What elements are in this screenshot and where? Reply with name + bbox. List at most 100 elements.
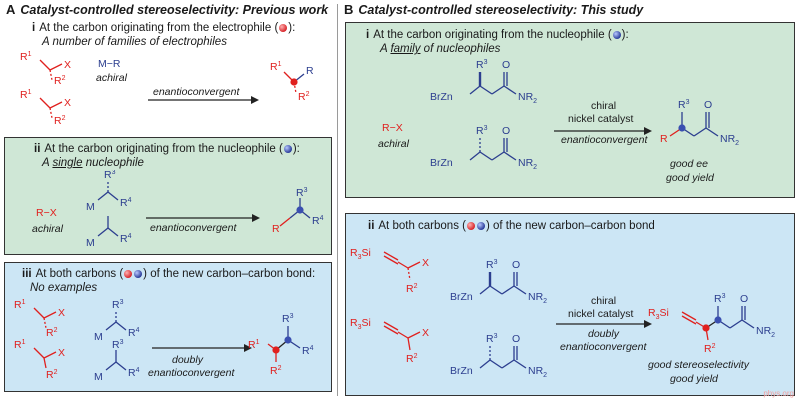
x-label: X <box>64 59 71 71</box>
r4-label: R4 <box>128 367 140 379</box>
panel-a-i-scheme: R1 X R2 R1 X R2 <box>20 51 259 127</box>
x-label: X <box>58 347 65 359</box>
panel-b-ii-arrow-top-2: nickel catalyst <box>568 308 634 320</box>
r1-label: R1 <box>20 51 32 63</box>
panel-b-i-result-1: good ee <box>670 158 708 170</box>
stereocenter-dot-icon <box>290 78 298 86</box>
panel-a-ii-subheading: A single nucleophile <box>42 157 144 169</box>
o-label: O <box>512 333 520 345</box>
stereocenter-dot-icon <box>678 124 686 132</box>
panel-divider <box>337 4 338 396</box>
r3si-label: R3Si <box>648 307 669 321</box>
r4-label: R4 <box>302 345 314 357</box>
nucleophile-dot-icon <box>476 222 485 230</box>
nr2-label: NR2 <box>518 157 537 171</box>
brzn-label: BrZn <box>450 291 473 303</box>
r3-label: R3 <box>112 339 124 351</box>
panel-a-i-reagent-note: achiral <box>96 72 127 84</box>
nr2-label: NR2 <box>756 325 775 339</box>
panel-b-i-reagent-note: achiral <box>378 138 409 150</box>
panel-b-ii-result-1: good stereoselectivity <box>648 359 749 371</box>
m-label: M <box>94 371 103 383</box>
panel-b-ii-box <box>345 213 795 396</box>
stereocenter-dot-icon <box>296 206 304 214</box>
r2-label: R2 <box>54 115 66 127</box>
brzn-label: BrZn <box>430 91 453 103</box>
r3-label: R3 <box>476 59 488 71</box>
r2-label: R2 <box>704 343 716 355</box>
r-label: R <box>660 133 668 145</box>
panel-a-ii-scheme: M R3 R4 M R4 R R3 R4 <box>86 170 324 249</box>
panel-a-iii-box <box>4 262 332 392</box>
r3-label: R3 <box>104 170 116 181</box>
panel-a-iii-scheme: R1 X R2 R1 X R2 M R3 R4 R3 M R4 R1 R3 R4… <box>14 299 314 383</box>
r1-label: R1 <box>248 339 260 351</box>
nr2-label: NR2 <box>720 133 739 147</box>
panel-b-ii-result-2: good yield <box>670 373 718 385</box>
panel-b-i-arrow-top-1: chiral <box>591 100 617 112</box>
o-label: O <box>502 59 510 71</box>
panel-b-ii-scheme: R3Si X R2 R3Si X R2 BrZn R3 O NR2 BrZn <box>350 247 775 379</box>
r3-label: R3 <box>678 99 690 111</box>
m-label: M <box>86 237 95 249</box>
m-label: M <box>86 201 95 213</box>
panel-a-iii-arrow-label-1: doubly <box>172 354 203 366</box>
brzn-label: BrZn <box>430 157 453 169</box>
r4-label: R4 <box>120 197 132 209</box>
r2-label: R2 <box>298 91 310 103</box>
panel-b-ii-arrow-bottom-2: enantioconvergent <box>560 341 647 353</box>
panel-b-i-scheme: BrZn R3 O NR2 BrZn R3 O NR2 R R3 O NR2 <box>430 59 739 171</box>
r4-label: R4 <box>312 215 324 227</box>
panel-a-ii-box <box>4 137 332 255</box>
r3si-label: R3Si <box>350 247 371 261</box>
panel-a-iii-arrow-label-2: enantioconvergent <box>148 367 235 379</box>
x-label: X <box>422 327 429 339</box>
stereocenter-dot-icon <box>284 336 292 344</box>
r2-label: R2 <box>270 365 282 377</box>
nucleophile-dot-icon <box>134 270 143 278</box>
panel-a-i-product: R1 R R2 <box>270 61 314 103</box>
panel-b-ii-arrow-top-1: chiral <box>591 295 617 307</box>
r3si-label: R3Si <box>350 317 371 331</box>
r3-label: R3 <box>112 299 124 311</box>
r-label: R <box>272 223 280 235</box>
electrophile-dot-icon <box>124 270 133 278</box>
panel-b-i-reagent: R−X <box>382 122 403 134</box>
o-label: O <box>502 125 510 137</box>
r2-label: R2 <box>406 283 418 295</box>
o-label: O <box>740 293 748 305</box>
stereocenter-dot-icon <box>714 316 722 324</box>
panel-a-iii-subheading: No examples <box>30 282 98 294</box>
panel-a-ii-reagent-note: achiral <box>32 223 63 235</box>
r3-label: R3 <box>486 259 498 271</box>
panel-b-i-arrow-top-2: nickel catalyst <box>568 113 634 125</box>
stereocenter-dot-icon <box>272 346 280 354</box>
o-label: O <box>512 259 520 271</box>
stereocenter-dot-icon <box>702 324 710 332</box>
r2-label: R2 <box>406 353 418 365</box>
x-label: X <box>422 257 429 269</box>
nucleophile-dot-icon <box>283 145 292 153</box>
r3-label: R3 <box>476 125 488 137</box>
m-label: M <box>94 331 103 343</box>
brzn-label: BrZn <box>450 365 473 377</box>
r3-label: R3 <box>714 293 726 305</box>
panel-b-i-result-2: good yield <box>666 172 714 184</box>
nr2-label: NR2 <box>528 365 547 379</box>
x-label: X <box>64 97 71 109</box>
panel-a-i-reagent: M−R <box>98 58 121 70</box>
r1-label: R1 <box>14 299 26 311</box>
watermark: phys.org <box>763 389 794 398</box>
panel-b-i-box <box>345 22 795 198</box>
electrophile-dot-icon <box>466 222 475 230</box>
r3-label: R3 <box>282 313 294 325</box>
r4-label: R4 <box>128 327 140 339</box>
panel-a-i-subheading: A number of families of electrophiles <box>42 36 227 48</box>
panel-b-i-arrow-bottom: enantioconvergent <box>561 134 648 146</box>
r2-label: R2 <box>54 75 66 87</box>
